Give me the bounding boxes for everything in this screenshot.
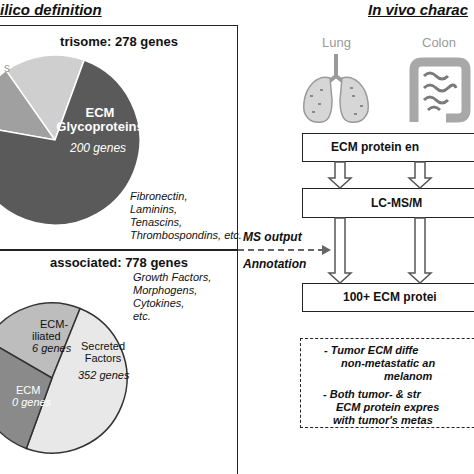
arrow-head xyxy=(322,245,331,255)
text-label: ECM xyxy=(16,384,40,396)
box-text: ECM protein en xyxy=(331,141,419,154)
box-text: LC-MS/M xyxy=(371,197,422,210)
large-intestine xyxy=(414,62,466,122)
text-label: MS output xyxy=(243,231,302,244)
process-box: LC-MS/M xyxy=(302,188,474,218)
section-heading: In vivo charac xyxy=(368,2,468,19)
box-text: with tumor's metas xyxy=(333,414,433,426)
text-label: etc. xyxy=(133,310,151,322)
hollow-arrow xyxy=(329,162,351,188)
ms-output-arrow xyxy=(238,245,331,255)
text-label: Lung xyxy=(322,36,351,50)
box-text: non-metastatic an xyxy=(341,357,435,369)
section-heading: ilico definition xyxy=(0,2,102,19)
pie-sector xyxy=(0,60,140,225)
box-text: melanom xyxy=(384,370,432,382)
text-label: Morphogens, xyxy=(133,284,197,296)
box-text: 100+ ECM protei xyxy=(343,291,437,304)
lung-texture xyxy=(310,88,363,114)
category-box: trisome: 278 genes xyxy=(0,25,238,250)
finding-box: - Tumor ECM diffenon-metastatic anmelano… xyxy=(300,338,474,428)
process-box: 100+ ECM protei xyxy=(302,283,474,312)
text-label: Thrombospondins, etc. xyxy=(130,229,242,241)
text-label: Annotation xyxy=(243,258,306,271)
trachea xyxy=(326,54,346,84)
text-label: 200 genes xyxy=(70,142,126,155)
pie-chart xyxy=(0,55,140,225)
box-text: - Tumor ECM diffe xyxy=(324,344,418,356)
small-intestine xyxy=(424,73,456,110)
text-label: Laminins, xyxy=(130,203,177,215)
lung-illustration xyxy=(304,54,369,122)
dashed-line xyxy=(238,249,322,251)
text-label: Tenascins, xyxy=(130,216,182,228)
text-label: Fibronectin, xyxy=(130,190,187,202)
text-label: 352 genes xyxy=(78,369,129,381)
hollow-arrow xyxy=(409,162,431,188)
pie-sector xyxy=(0,303,80,378)
box-text: associated: 778 genes xyxy=(0,256,239,270)
hollow-arrow xyxy=(409,218,431,283)
text-label: ECM Glycoproteins xyxy=(52,106,148,135)
text-label: 6 genes xyxy=(32,342,71,354)
text-label: 0 genes xyxy=(12,396,51,408)
process-box: ECM protein en xyxy=(302,133,474,162)
text-label: s xyxy=(4,62,10,75)
lung-lobe xyxy=(340,77,368,122)
box-text: ECM protein expres xyxy=(336,401,439,413)
text-label: ECM- xyxy=(40,318,68,330)
text-label: Cytokines, xyxy=(133,297,184,309)
text-label: iliated xyxy=(32,330,61,342)
hollow-arrow xyxy=(329,218,351,283)
text-label: Colon xyxy=(422,36,456,50)
pie-charts xyxy=(0,55,140,453)
box-text: trisome: 278 genes xyxy=(0,35,239,49)
pie-sector xyxy=(0,70,55,140)
text-label: Growth Factors, xyxy=(133,271,211,283)
lung-lobe xyxy=(304,77,332,122)
pie-sector xyxy=(0,341,52,449)
text-label: Secreted Factors xyxy=(78,340,128,364)
box-text: - Both tumor- & str xyxy=(323,388,421,400)
colon-illustration xyxy=(414,62,466,122)
